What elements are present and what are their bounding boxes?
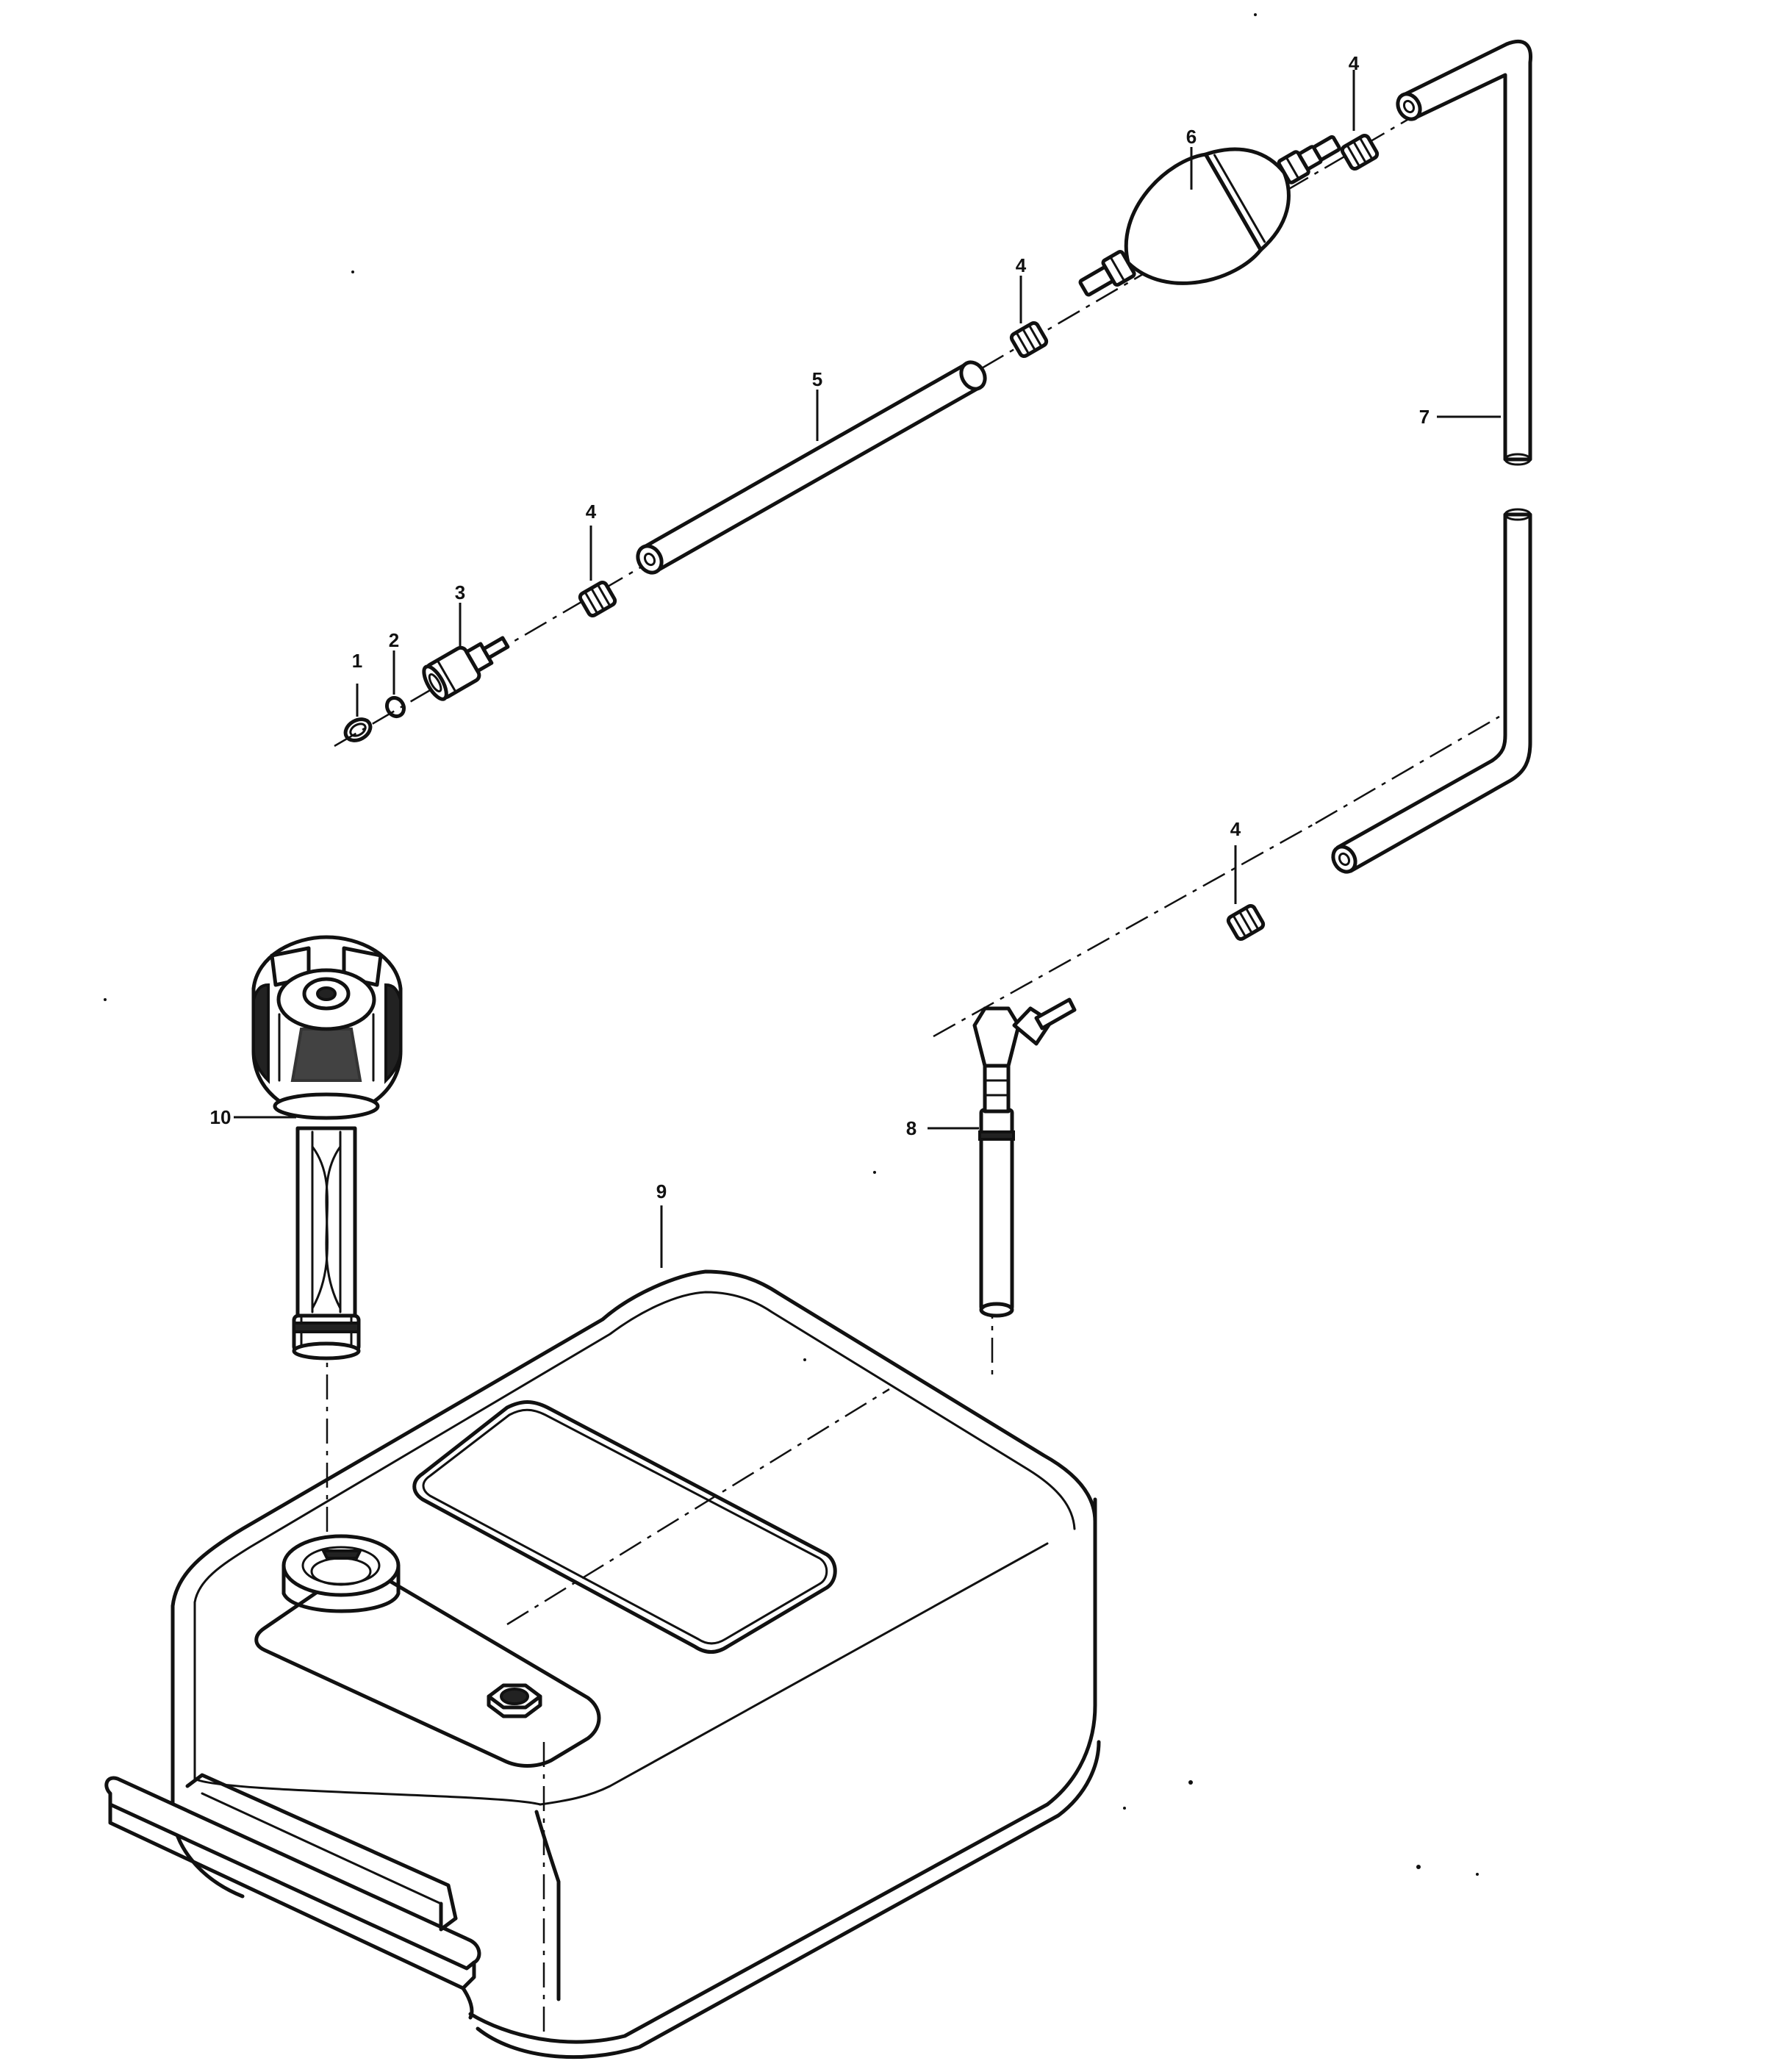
callout-5: 5 [812, 368, 822, 441]
part-7-bent-fuel-hose [1331, 39, 1533, 874]
callout-4b: 4 [1016, 254, 1027, 323]
callout-8: 8 [906, 1117, 979, 1139]
callout-1: 1 [352, 650, 362, 717]
callout-7: 7 [1419, 406, 1501, 428]
callout-10: 10 [210, 1106, 296, 1128]
part-4-hose-clamp-d [1226, 903, 1266, 942]
callout-label-4c: 4 [1349, 52, 1360, 74]
part-4-hose-clamp-b [1009, 320, 1049, 359]
callout-label-6: 6 [1186, 126, 1197, 148]
callout-4d: 4 [1230, 818, 1241, 904]
callout-2: 2 [389, 629, 399, 695]
callout-3: 3 [455, 581, 465, 647]
callout-label-10: 10 [210, 1106, 232, 1128]
callouts: 1 2 3 4 5 4 6 4 [210, 52, 1501, 1268]
callout-label-2: 2 [389, 629, 399, 651]
part-10-fuel-gauge [251, 935, 403, 1361]
callout-label-1: 1 [352, 650, 362, 672]
callout-label-4a: 4 [586, 501, 597, 523]
callout-label-5: 5 [812, 368, 822, 390]
callout-label-9: 9 [656, 1180, 667, 1202]
callout-4a: 4 [586, 501, 597, 581]
callout-6: 6 [1186, 126, 1197, 190]
callout-4c: 4 [1349, 52, 1360, 131]
callout-label-3: 3 [455, 581, 465, 603]
part-5-fuel-hose [636, 360, 987, 575]
part-1-o-ring [343, 717, 373, 742]
callout-label-7: 7 [1419, 406, 1430, 428]
callout-label-8: 8 [906, 1117, 917, 1139]
callout-9: 9 [656, 1180, 667, 1268]
scan-specks [104, 13, 1479, 1876]
part-9-fuel-tank [104, 1269, 1101, 2060]
part-8-fuel-pickup-tube [972, 997, 1077, 1318]
part-3-connector-fitting [422, 636, 510, 701]
part-2-washer [384, 695, 406, 719]
part-4-hose-clamp-c [1340, 133, 1380, 171]
part-4-hose-clamp-a [578, 580, 617, 618]
part-6-primer-bulb [1078, 135, 1341, 297]
callout-label-4d: 4 [1230, 818, 1241, 840]
callout-label-4b: 4 [1016, 254, 1027, 276]
